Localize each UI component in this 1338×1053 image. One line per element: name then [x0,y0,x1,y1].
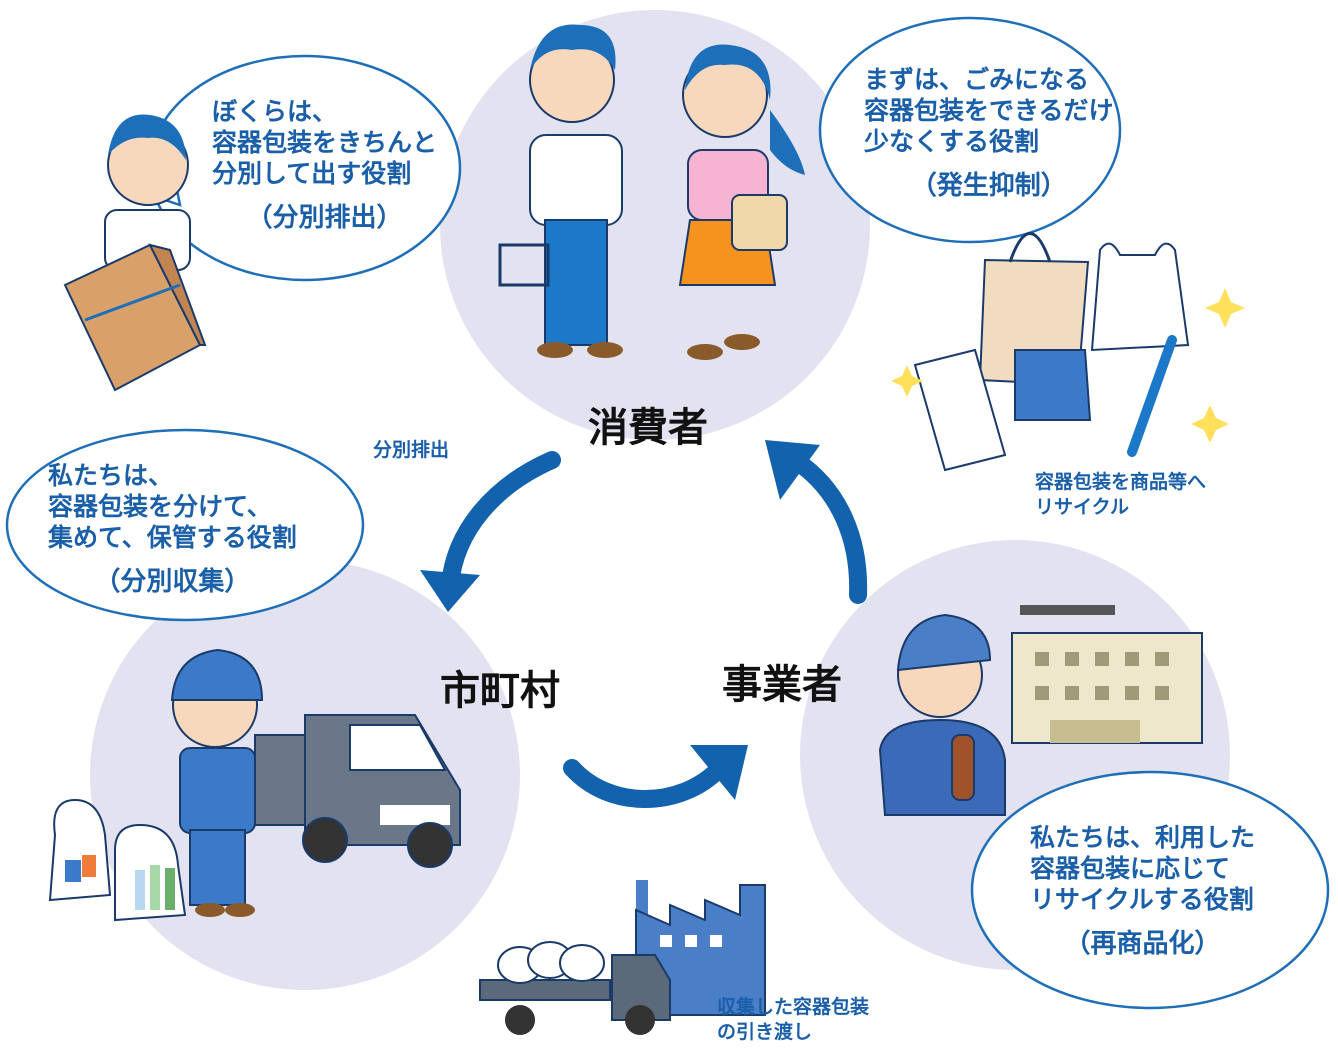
arrowhead-2 [690,745,748,800]
consumer-circle [440,10,870,440]
bubble-recommercialization-line-2: 容器包装に応じて [1030,854,1231,883]
sparkle-icon [1191,405,1229,443]
white-shirt-icon [913,348,1007,472]
office-building-icon [1011,605,1203,744]
bubble-reduction: まずは、ごみになる 容器包装をできるだけ 少なくする役割 （発生抑制） [864,64,1114,202]
sparkle-icon [1205,288,1245,328]
handover-label-line-1: 収集した容器包装 [717,996,870,1018]
truck-icon [479,941,671,1035]
plastic-bag-icon [1090,242,1190,352]
bubble-reduction-line-1: まずは、ごみになる [864,65,1090,94]
bubble-recommercialization-shape [970,770,1330,1010]
pen-icon [1127,335,1177,457]
bubble-collection-line-2: 容器包装を分けて、 [48,492,272,521]
arrowhead-1 [420,570,480,612]
recycle-label: 容器包装を商品等へ リサイクル [1035,470,1206,520]
blue-uniform-icon [1014,349,1092,421]
arrowhead-3 [765,440,820,500]
arrow-consumer-to-municipality [441,451,561,594]
bubble-collection-role: （分別収集） [94,567,251,597]
cycle-arrows [441,451,868,808]
bubble-separation: ぼくらは、 容器包装をきちんと 分別して出す役割 （分別排出） [212,96,437,234]
bubble-reduction-line-3: 少なくする役割 [864,127,1040,156]
bubble-reduction-role: （発生抑制） [910,171,1067,201]
bubble-collection-line-3: 集めて、保管する役割 [48,523,297,552]
handover-label: 収集した容器包装 の引き渡し [717,995,869,1045]
bubble-recommercialization: 私たちは、利用した 容器包装に応じて リサイクルする役割 （再商品化） [1030,822,1255,960]
consumer-man [498,24,623,358]
consumer-woman [678,44,805,360]
arrow-municipality-to-business [563,759,727,808]
sparkle-icon [891,365,923,397]
arrow-business-to-consumer [786,451,868,604]
garbage-bags-icon [48,798,187,922]
recycle-label-line-1: 容器包装を商品等へ [1035,471,1207,493]
actor-municipality-label: 市町村 [440,668,560,714]
bubble-collection-line-1: 私たちは、 [48,461,174,490]
boy-with-cardboard [63,114,207,392]
garbage-truck-icon [254,714,461,868]
actor-consumer-label: 消費者 [588,405,708,451]
bubble-separation-role: （分別排出） [246,203,403,233]
cardboard-box-icon [63,243,207,392]
recycle-label-line-2: リサイクル [1035,496,1130,518]
handover-label-line-2: の引き渡し [717,1021,813,1043]
municipality-worker [170,648,264,917]
bubble-reduction-line-2: 容器包装をできるだけ [864,96,1114,125]
bubble-collection: 私たちは、 容器包装を分けて、 集めて、保管する役割 （分別収集） [48,460,297,598]
bubble-collection-shape [5,428,365,622]
bubble-reduction-shape [818,16,1122,244]
bubble-separation-line-1: ぼくらは、 [212,97,338,126]
bubble-recommercialization-line-3: リサイクルする役割 [1030,885,1254,914]
actor-business-label: 事業者 [722,662,842,708]
bubble-separation-line-3: 分別して出す役割 [212,159,412,188]
recycled-goods [891,232,1245,472]
bubble-shapes [5,16,1330,1010]
bubble-separation-line-2: 容器包装をきちんと [212,128,438,157]
bubble-recommercialization-role: （再商品化） [1064,929,1221,959]
bubble-recommercialization-line-1: 私たちは、利用した [1030,823,1256,852]
business-worker [878,613,1006,816]
separate-discharge-label: 分別排出 [373,439,450,461]
